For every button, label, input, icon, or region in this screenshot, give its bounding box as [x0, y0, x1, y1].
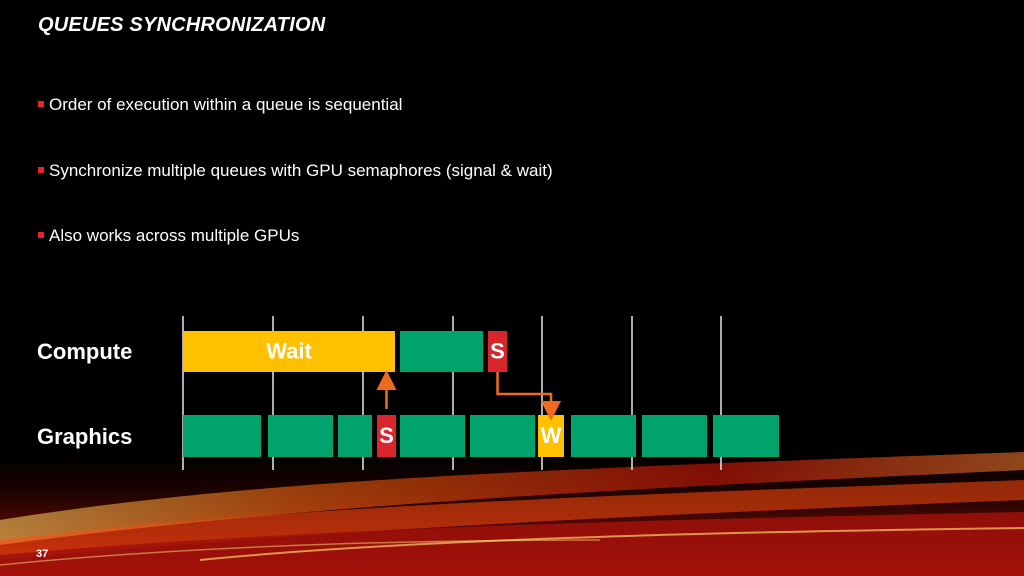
work-block: [268, 415, 333, 457]
bullet-text: Order of execution within a queue is seq…: [49, 95, 403, 114]
bullet-text: Synchronize multiple queues with GPU sem…: [49, 161, 553, 180]
work-block: [338, 415, 372, 457]
work-block: [571, 415, 636, 457]
bullet-marker: [38, 101, 44, 107]
wait-block-label: Wait: [266, 338, 312, 363]
wait-block: [538, 415, 564, 457]
bullet-item: Synchronize multiple queues with GPU sem…: [38, 161, 553, 181]
sync-arrows: [376, 370, 561, 421]
work-block: [470, 415, 535, 457]
work-block: [642, 415, 707, 457]
wait-block-label: W: [541, 423, 562, 448]
work-block: [183, 415, 261, 457]
signal-block-label: S: [379, 423, 394, 448]
signal-block: [377, 415, 396, 457]
signal-block: [488, 331, 507, 372]
work-block: [400, 331, 483, 372]
semaphore-arrow: [496, 372, 561, 421]
bullet-text: Also works across multiple GPUs: [49, 226, 300, 245]
slide-title: QUEUES SYNCHRONIZATION: [38, 14, 326, 36]
slide-number: 37: [36, 548, 49, 560]
background-swoosh: [0, 440, 1024, 576]
bullet-item: Order of execution within a queue is seq…: [38, 95, 402, 115]
bullet-marker: [38, 232, 44, 238]
queue-label: Graphics: [37, 424, 132, 449]
wait-block: [183, 331, 395, 372]
bullet-item: Also works across multiple GPUs: [38, 226, 299, 246]
work-block: [400, 415, 465, 457]
work-block: [713, 415, 779, 457]
signal-block-label: S: [490, 338, 505, 363]
bullet-marker: [38, 167, 44, 173]
queue-label: Compute: [37, 339, 132, 364]
